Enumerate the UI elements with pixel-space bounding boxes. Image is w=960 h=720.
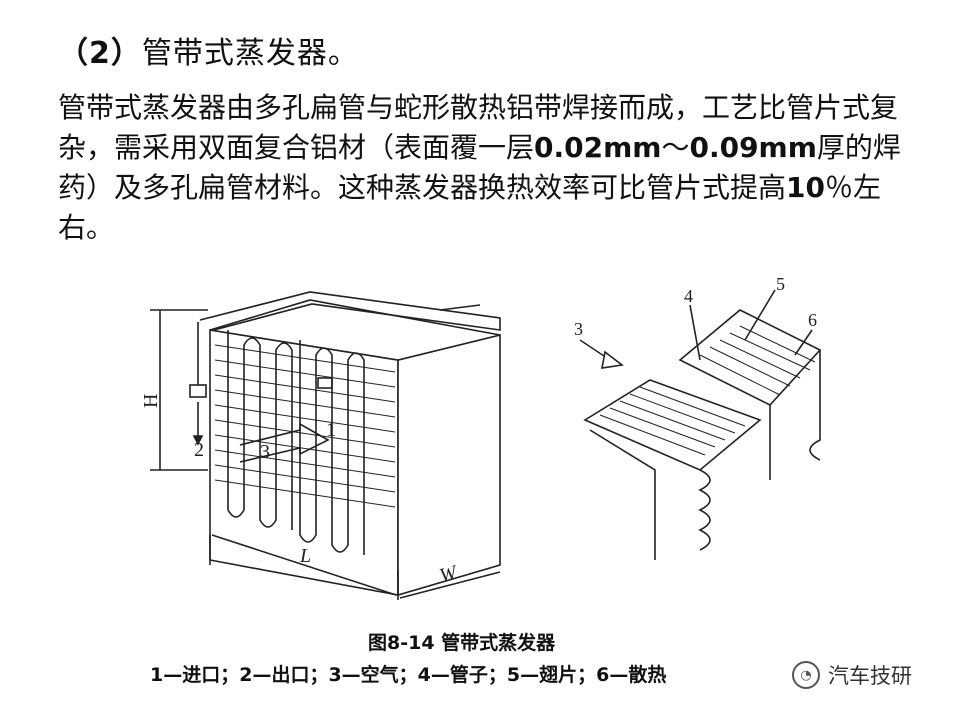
label-L: L [299,545,311,567]
label-4: 4 [684,286,693,306]
label-3: 3 [260,441,270,463]
label-6: 6 [808,310,817,330]
wechat-icon: ◔ [792,661,820,689]
label-3-right: 3 [574,319,583,339]
figure-legend: 1—进口；2—出口；3—空气；4—管子；5—翅片；6—散热 [150,664,667,686]
label-2: 2 [194,439,204,461]
watermark: ◔ 汽车技研 [792,660,912,690]
right-detail-drawing [579,289,822,560]
paragraph-tilde: ～ [661,131,690,164]
paragraph-value-2: 0.09mm [689,131,817,164]
body-paragraph: 管带式蒸发器由多孔扁管与蛇形散热铝带焊接而成，工艺比管片式复杂，需采用双面复合铝… [58,88,908,248]
heading-text: 管带式蒸发器。 [141,36,359,71]
watermark-text: 汽车技研 [828,664,912,688]
figure-caption: 图8-14 管带式蒸发器 [368,632,556,654]
paragraph-text-1: 管带式蒸发器由多孔扁管与蛇形散热铝带焊接而成，工艺比管片式复杂，需采用双面复合铝… [58,91,899,164]
paragraph-value-3: 10 [786,171,825,204]
label-H: H [140,394,162,408]
label-1: 1 [326,419,336,441]
paragraph-value-1: 0.02mm [534,131,662,164]
paragraph-text-3: ％左右。 [58,171,881,244]
section-heading: （2）管带式蒸发器。 [58,28,359,72]
paragraph-text-2: 厚的焊药）及多孔扁管材料。这种蒸发器换热效率可比管片式提高 [58,131,901,204]
left-evaporator-drawing [150,291,501,600]
heading-number: （2） [58,36,142,71]
label-5: 5 [776,274,785,294]
